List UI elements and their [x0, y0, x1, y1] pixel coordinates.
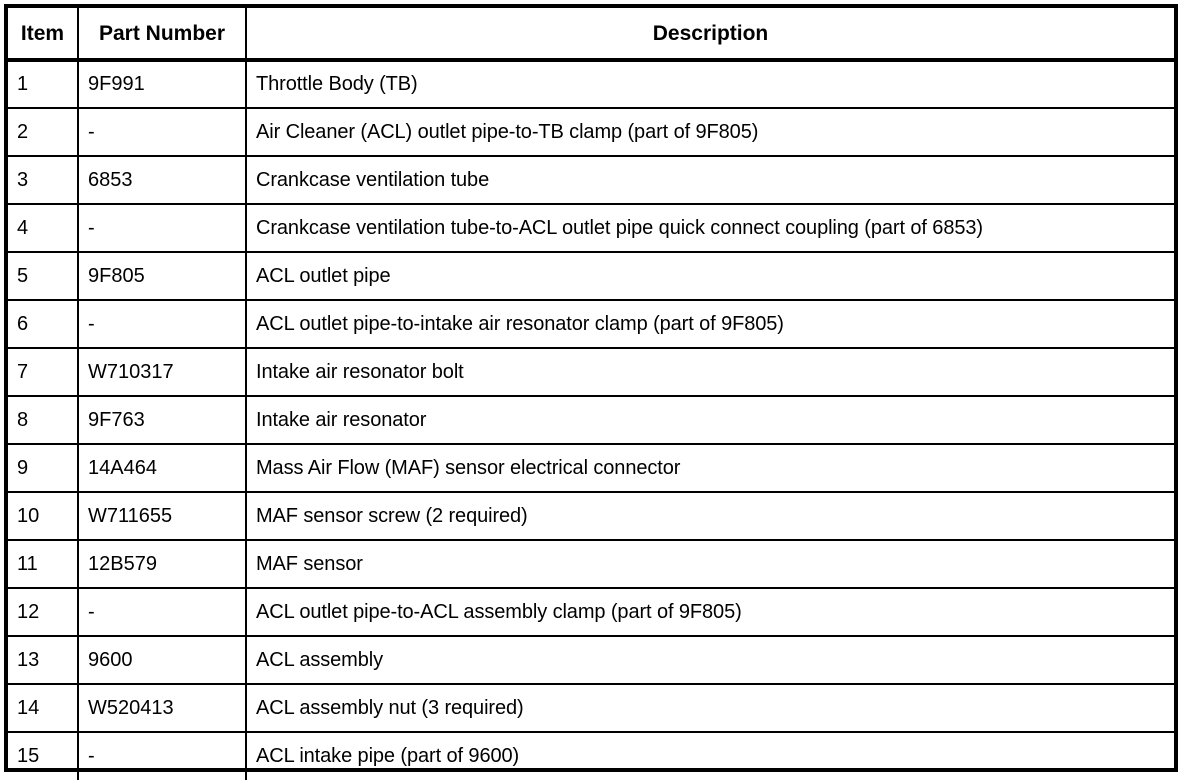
cell-item: 12: [8, 588, 79, 637]
cell-item: 7: [8, 348, 79, 397]
cell-part-number: 6853: [78, 156, 247, 205]
cell-description: ACL outlet pipe: [246, 252, 1174, 301]
cell-part-number: 9F991: [78, 60, 247, 109]
cell-description: Crankcase ventilation tube-to-ACL outlet…: [246, 204, 1174, 253]
cell-description: Intake air resonator bolt: [246, 348, 1174, 397]
cell-item: 2: [8, 108, 79, 157]
cell-item: 8: [8, 396, 79, 445]
cell-part-number: -: [78, 732, 247, 780]
table-row: 2-Air Cleaner (ACL) outlet pipe-to-TB cl…: [8, 108, 1174, 157]
cell-description: Intake air resonator: [246, 396, 1174, 445]
cell-item: 15: [8, 732, 79, 780]
cell-part-number: 14A464: [78, 444, 247, 493]
cell-description: ACL assembly nut (3 required): [246, 684, 1174, 733]
table-row: 6-ACL outlet pipe-to-intake air resonato…: [8, 300, 1174, 349]
cell-item: 3: [8, 156, 79, 205]
cell-description: ACL assembly: [246, 636, 1174, 685]
cell-part-number: W711655: [78, 492, 247, 541]
cell-item: 5: [8, 252, 79, 301]
cell-part-number: -: [78, 588, 247, 637]
cell-part-number: -: [78, 300, 247, 349]
cell-part-number: -: [78, 204, 247, 253]
cell-item: 6: [8, 300, 79, 349]
cell-description: Mass Air Flow (MAF) sensor electrical co…: [246, 444, 1174, 493]
cell-description: ACL intake pipe (part of 9600): [256, 745, 520, 767]
table-row: 15-ACL intake pipe (part of 9600): [8, 732, 1174, 780]
cell-part-number: 12B579: [78, 540, 247, 589]
cell-item: 4: [8, 204, 79, 253]
cell-item: 9: [8, 444, 79, 493]
cell-part-number: 9600: [78, 636, 247, 685]
cell-part-number: -: [78, 108, 247, 157]
cell-item: 13: [8, 636, 79, 685]
cell-description: Air Cleaner (ACL) outlet pipe-to-TB clam…: [246, 108, 1174, 157]
column-header-item: Item: [8, 8, 79, 62]
table-header: Item Part Number Description: [8, 8, 1174, 62]
table-row: 12-ACL outlet pipe-to-ACL assembly clamp…: [8, 588, 1174, 637]
table-row: 4-Crankcase ventilation tube-to-ACL outl…: [8, 204, 1174, 253]
cell-description: MAF sensor: [246, 540, 1174, 589]
cell-part-number: 9F763: [78, 396, 247, 445]
cell-description: MAF sensor screw (2 required): [246, 492, 1174, 541]
table-header-row: Item Part Number Description: [8, 8, 1174, 62]
cell-item: 1: [8, 60, 79, 109]
cell-part-number: W710317: [78, 348, 247, 397]
cell-part-number: 9F805: [78, 252, 247, 301]
cell-part-number: W520413: [78, 684, 247, 733]
cell-item: 10: [8, 492, 79, 541]
cell-description: ACL outlet pipe-to-ACL assembly clamp (p…: [246, 588, 1174, 637]
cell-item: 11: [8, 540, 79, 589]
column-header-part-number: Part Number: [78, 8, 247, 62]
cell-description: Throttle Body (TB): [246, 60, 1174, 109]
cell-item: 14: [8, 684, 79, 733]
cell-description: Crankcase ventilation tube: [246, 156, 1174, 205]
column-header-description: Description: [246, 8, 1174, 62]
cell-description: ACL outlet pipe-to-intake air resonator …: [246, 300, 1174, 349]
